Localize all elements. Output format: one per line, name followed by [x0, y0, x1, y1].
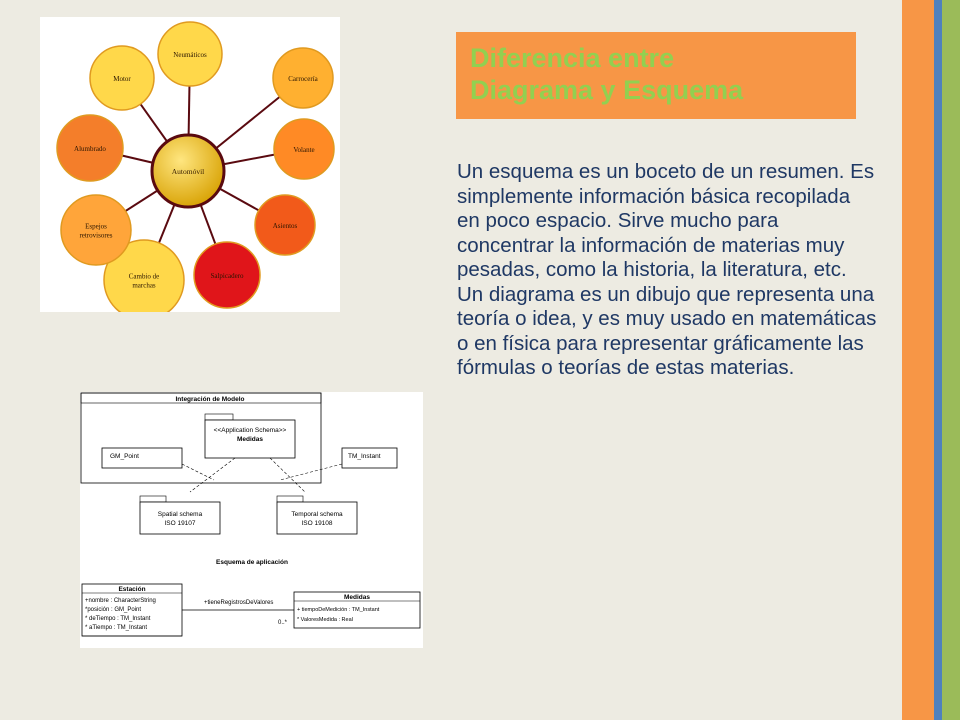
- body-text: Un esquema es un boceto de un resumen. E…: [457, 160, 877, 381]
- mindmap-node-circle: [56, 114, 124, 182]
- medidas-class: [293, 591, 421, 629]
- mindmap-node-circle: [60, 194, 132, 266]
- title-line-1: Diferencia entre: [470, 43, 675, 73]
- temporal-schema-line-2: ISO 19108: [301, 520, 332, 527]
- center-node: [150, 133, 226, 209]
- estacion-attr: +nombre : CharacterString: [85, 598, 156, 604]
- association-label: +tieneRegistrosDeValores: [204, 600, 273, 606]
- paragraph-esquema: Un esquema es un boceto de un resumen. E…: [457, 160, 875, 281]
- mindmap-node: Volante: [273, 118, 335, 180]
- mindmap-node-label: Salpicadero: [210, 272, 244, 280]
- mindmap-node-circle: [193, 241, 261, 309]
- estacion-attr: * aTiempo : TM_Instant: [85, 625, 147, 631]
- mindmap-node-label: marchas: [132, 282, 156, 290]
- model-frame-title: Integración de Modelo: [176, 396, 245, 403]
- mindmap-node-label: Motor: [113, 75, 131, 83]
- temporal-schema-package: [276, 501, 358, 535]
- spatial-schema-package: [139, 501, 221, 535]
- spatial-schema-line-2: ISO 19107: [164, 520, 195, 527]
- mindmap-node: Alumbrado: [56, 114, 124, 182]
- application-schema-name: Medidas: [237, 436, 263, 443]
- mindmap-node-label: Asientos: [273, 222, 298, 230]
- tm-instant-label: TM_Instant: [348, 453, 381, 460]
- decorative-stripe-orange: [902, 0, 934, 720]
- temporal-schema-line-1: Temporal schema: [291, 511, 343, 518]
- center-node-label: Automóvil: [172, 167, 205, 176]
- decorative-stripe-blue: [934, 0, 942, 720]
- spatial-schema-line-1: Spatial schema: [158, 511, 203, 518]
- mindmap-node-label: Espejos: [85, 223, 107, 231]
- mindmap-node-circle: [89, 45, 155, 111]
- esquema-title: Esquema de aplicación: [216, 559, 288, 566]
- medidas-attr: + tiempoDeMedición : TM_Instant: [297, 607, 380, 613]
- mindmap-node-label: Carrocería: [288, 75, 318, 83]
- title-line-2: Diagrama y Esquema: [470, 75, 744, 105]
- mindmap-node: Carrocería: [272, 47, 334, 109]
- multiplicity-label: 0..*: [278, 620, 288, 626]
- mindmap-node-label: Cambio de: [129, 273, 160, 281]
- estacion-title: Estación: [118, 586, 145, 593]
- estacion-attr: * deTiempo : TM_Instant: [85, 616, 151, 622]
- gm-point-box: [101, 447, 183, 469]
- estacion-class: [81, 583, 183, 637]
- mindmap-node-label: Volante: [293, 146, 314, 154]
- mindmap-node-label: Alumbrado: [74, 145, 106, 153]
- application-schema-stereotype: <<Application Schema>>: [214, 427, 287, 434]
- mindmap-node: Salpicadero: [193, 241, 261, 309]
- mindmap-node-label: retrovisores: [79, 232, 112, 240]
- paragraph-diagrama: Un diagrama es un dibujo que representa …: [457, 282, 877, 380]
- mindmap-node: Asientos: [254, 194, 316, 256]
- mindmap-node: Motor: [89, 45, 155, 111]
- mindmap-node-label: Neumáticos: [173, 51, 207, 59]
- mindmap-node: Neumáticos: [157, 21, 223, 87]
- slide-title: Diferencia entre Diagrama y Esquema: [456, 32, 856, 119]
- application-schema-package: [204, 419, 296, 459]
- tm-instant-box: [341, 447, 398, 469]
- mindmap-node-circle: [272, 47, 334, 109]
- gm-point-label: GM_Point: [110, 453, 139, 460]
- estacion-attr: *posición : GM_Point: [85, 607, 141, 613]
- medidas-title: Medidas: [344, 594, 370, 601]
- mindmap-node-circle: [103, 239, 185, 312]
- decorative-stripe-green: [942, 0, 960, 720]
- mindmap-node-circle: [273, 118, 335, 180]
- mindmap-node-circle: [254, 194, 316, 256]
- mindmap-node-circle: [157, 21, 223, 87]
- uml-diagram-image: Integración de Modelo <<Application Sche…: [80, 392, 423, 648]
- medidas-attr: * ValoresMedida : Real: [297, 617, 353, 623]
